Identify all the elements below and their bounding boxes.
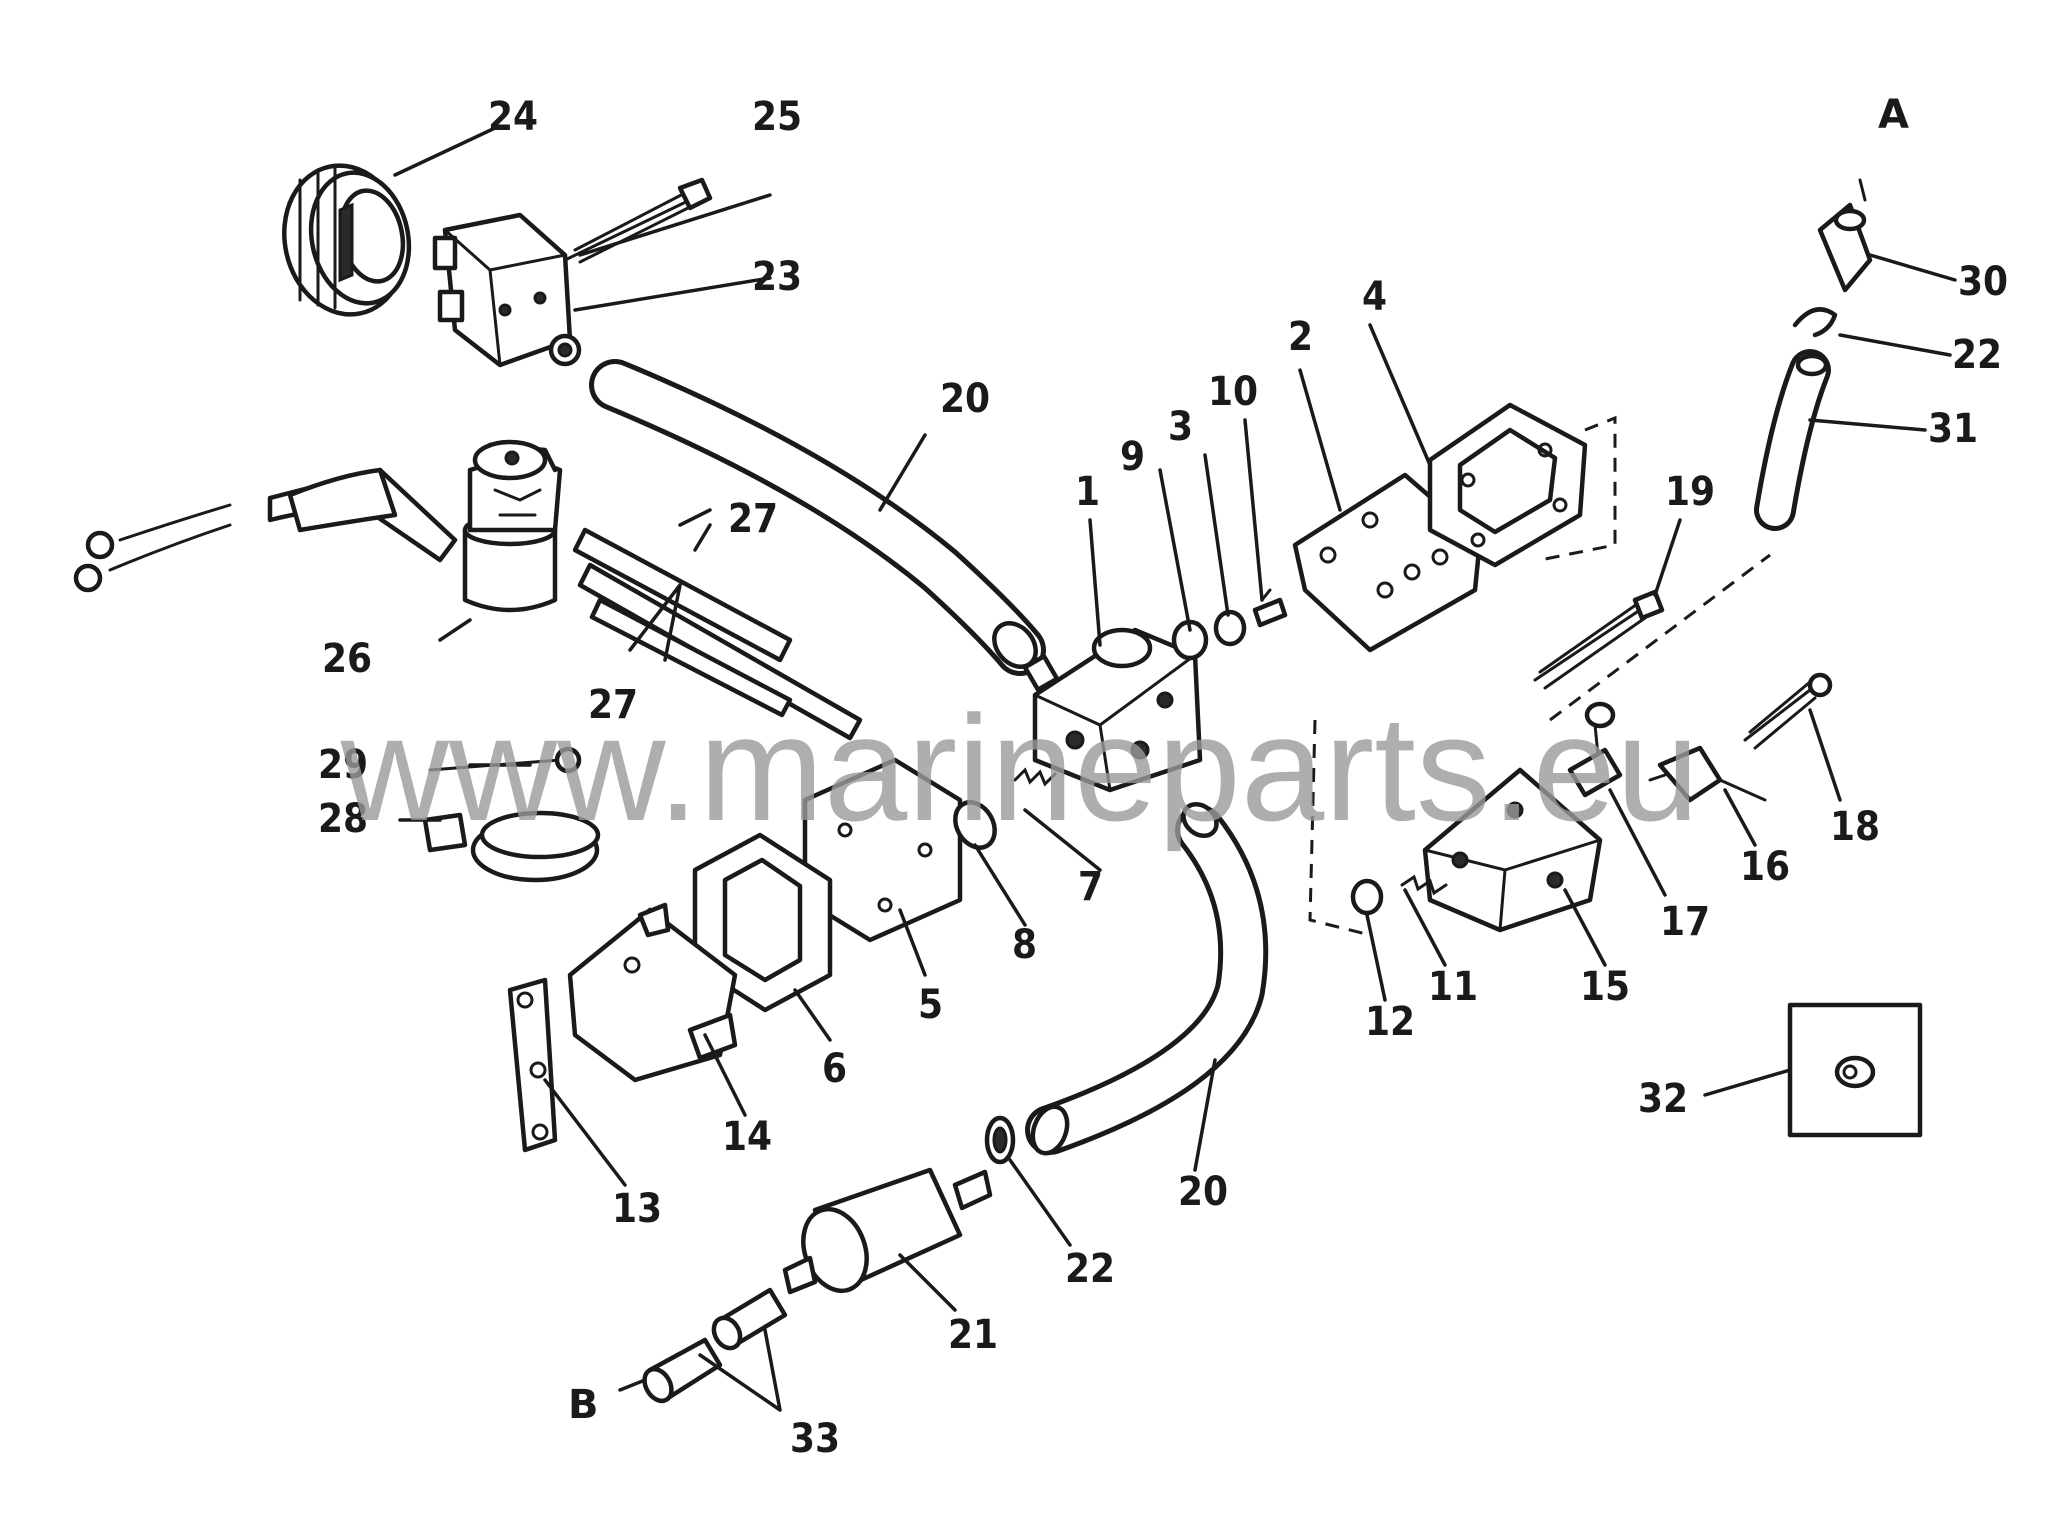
connection-label-b: B (568, 1382, 599, 1428)
callout-27-lower: 27 (588, 682, 638, 728)
callout-6: 6 (822, 1046, 847, 1092)
callout-32: 32 (1638, 1076, 1688, 1122)
part-24-ring (282, 163, 412, 317)
part-1-pump-body (1022, 627, 1203, 793)
part-27-rods (572, 527, 863, 741)
part-6-gasket (692, 832, 833, 1013)
part-4-gasket (1427, 402, 1617, 568)
callout-18: 18 (1830, 804, 1880, 850)
part-25-screw (563, 177, 713, 264)
callout-21: 21 (948, 1312, 998, 1358)
callout-28: 28 (318, 796, 368, 842)
part-20-lower-hose (1025, 801, 1269, 1156)
callout-3: 3 (1168, 404, 1193, 450)
callout-20-upper: 20 (940, 376, 990, 422)
callout-4: 4 (1362, 274, 1387, 320)
part-26-coil (73, 439, 563, 613)
part-23-solenoid-valve (432, 212, 582, 368)
part-20-upper-hose (589, 359, 1046, 676)
callout-2: 2 (1288, 314, 1313, 360)
callout-8: 8 (1012, 922, 1037, 968)
part-12-disc (1350, 878, 1384, 916)
part-3-washer (1213, 609, 1247, 647)
part-11-spring (1400, 874, 1448, 896)
callout-33: 33 (790, 1416, 840, 1462)
part-7-spring (1013, 767, 1057, 787)
callout-27-upper: 27 (728, 496, 778, 542)
part-14-bracket-plate (567, 902, 738, 1083)
callout-17: 17 (1660, 899, 1710, 945)
callout-29: 29 (318, 742, 368, 788)
callout-30: 30 (1958, 259, 2008, 305)
callout-1: 1 (1075, 469, 1100, 515)
callout-10: 10 (1208, 369, 1258, 415)
part-19-screw (1533, 589, 1665, 690)
part-21-fuel-filter (782, 1167, 993, 1295)
callout-12: 12 (1365, 999, 1415, 1045)
part-32-plug-box (1787, 1002, 1923, 1138)
callout-16: 16 (1740, 844, 1790, 890)
callout-25: 25 (752, 94, 802, 140)
callout-31: 31 (1928, 406, 1978, 452)
part-15-pump-cover (1308, 553, 1771, 937)
callout-23: 23 (752, 254, 802, 300)
callout-14: 14 (722, 1114, 772, 1160)
callout-5: 5 (918, 982, 943, 1028)
part-30-fitting (1817, 178, 1873, 293)
part-13-link (507, 977, 558, 1153)
part-17-fitting (1567, 701, 1623, 798)
part-22-lower-clip (984, 1115, 1016, 1165)
callout-24: 24 (488, 94, 538, 140)
part-10-valve (1252, 588, 1288, 628)
part-22-upper-clip (1792, 307, 1838, 338)
part-18-screw (1743, 672, 1833, 750)
part-8-disc (953, 800, 997, 850)
callout-15: 15 (1580, 964, 1630, 1010)
part-28-clamp (422, 810, 601, 883)
callout-26: 26 (322, 636, 372, 682)
watermark: www.marineparts.eu (340, 684, 1700, 852)
callout-9: 9 (1120, 434, 1145, 480)
callout-22-upper: 22 (1952, 332, 2002, 378)
part-16-elbow (1648, 745, 1767, 803)
connection-label-a: A (1878, 92, 1909, 138)
callout-22-lower: 22 (1065, 1246, 1115, 1292)
leader-lines (393, 126, 1957, 1412)
part-31-hose (1754, 349, 1831, 531)
callout-7: 7 (1078, 864, 1103, 910)
callout-13: 13 (612, 1186, 662, 1232)
callout-11: 11 (1428, 964, 1478, 1010)
callout-20-lower: 20 (1178, 1169, 1228, 1215)
part-33-hoses (642, 1287, 788, 1404)
callout-19: 19 (1665, 469, 1715, 515)
callout-numbers: 24 25 23 20 27 27 26 29 28 1 9 3 10 2 4 … (318, 92, 2008, 1462)
